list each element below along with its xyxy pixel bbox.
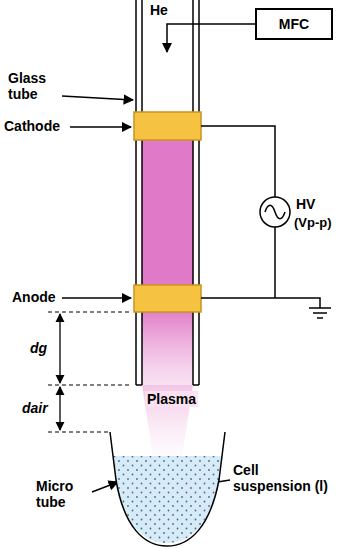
part-label: Micro tube (36, 478, 90, 510)
device-box: MFC (255, 8, 333, 40)
sine-symbol (265, 205, 285, 219)
plasma-jet (142, 312, 193, 385)
gas-name: He (150, 2, 168, 18)
hv-wiring (201, 126, 331, 318)
micro-tube (110, 432, 225, 546)
dimension-label: dg (30, 340, 47, 356)
gas-feed-line (167, 24, 255, 52)
glass-tube (136, 0, 199, 385)
anode-electrode (134, 285, 201, 312)
cathode-electrode (134, 112, 201, 140)
source-label: HV (296, 196, 315, 212)
plasma-discharge (142, 140, 193, 285)
box-text: MFC (271, 12, 317, 36)
dimension-lines (48, 312, 132, 432)
dimension-label: dair (22, 400, 48, 416)
part-label: Cell suspension (l) (233, 462, 337, 494)
cell-suspension-liquid (113, 456, 222, 543)
part-label: Glass tube (8, 70, 60, 102)
part-label: Anode (12, 289, 56, 305)
part-label: Plasma (145, 391, 198, 407)
leader-arrows (62, 96, 230, 492)
ac-source-symbol (260, 197, 290, 227)
part-label: Cathode (4, 118, 60, 134)
voltage-label: (Vp-p) (294, 216, 332, 231)
cells-texture (113, 456, 222, 543)
